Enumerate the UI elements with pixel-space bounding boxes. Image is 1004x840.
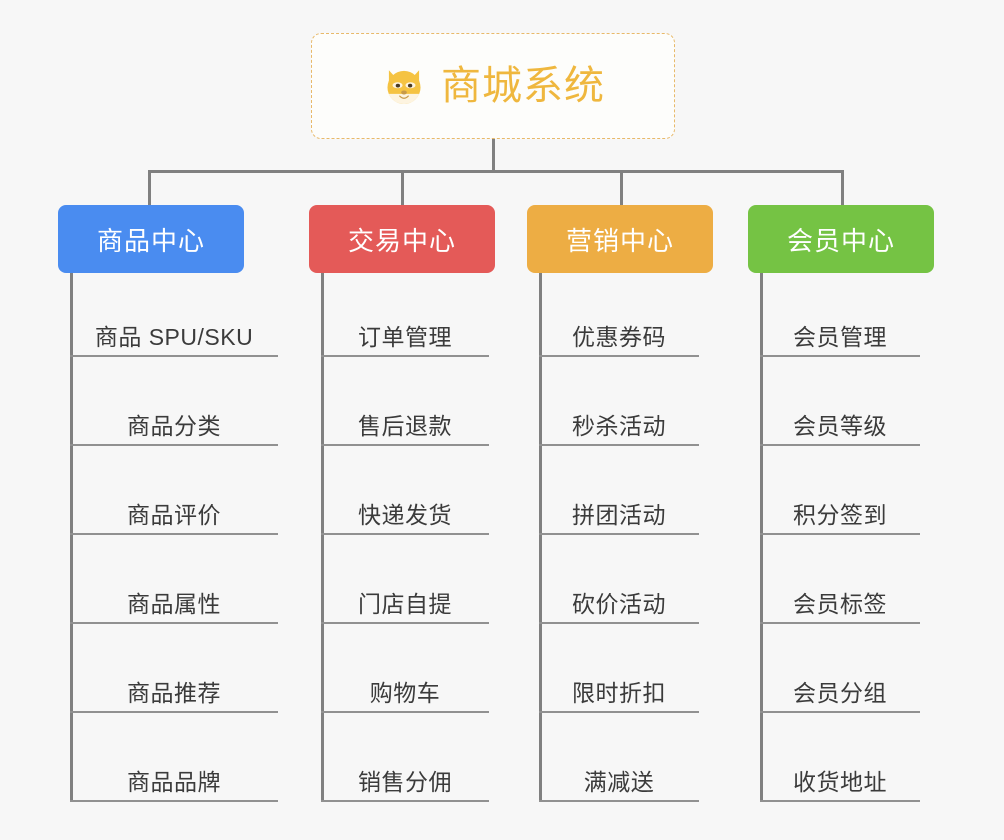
leaf-item[interactable]: 销售分佣	[321, 740, 489, 802]
leaf-item-label: 优惠券码	[572, 323, 666, 350]
branch-spine-connector	[539, 273, 542, 802]
leaf-item-label: 收货地址	[793, 768, 887, 795]
leaf-item-label: 商品品牌	[127, 768, 221, 795]
leaf-item[interactable]: 满减送	[539, 740, 699, 802]
leaf-item[interactable]: 商品评价	[70, 473, 278, 535]
leaf-item-label: 商品评价	[127, 501, 221, 528]
leaf-item[interactable]: 收货地址	[760, 740, 920, 802]
leaf-item-label: 商品推荐	[127, 679, 221, 706]
leaf-item[interactable]: 会员管理	[760, 295, 920, 357]
branch-node-3[interactable]: 营销中心	[527, 205, 713, 273]
leaf-item-label: 售后退款	[358, 412, 452, 439]
branch-spine-connector	[321, 273, 324, 802]
leaf-item[interactable]: 快递发货	[321, 473, 489, 535]
leaf-item-label: 订单管理	[358, 323, 452, 350]
leaf-item[interactable]: 拼团活动	[539, 473, 699, 535]
leaf-item[interactable]: 商品推荐	[70, 651, 278, 713]
root-title: 商城系统	[441, 64, 605, 108]
branch-title: 交易中心	[347, 225, 456, 256]
leaf-item[interactable]: 会员等级	[760, 384, 920, 446]
leaf-item-label: 拼团活动	[572, 501, 666, 528]
branch-spine-connector	[70, 273, 73, 802]
leaf-item[interactable]: 商品品牌	[70, 740, 278, 802]
leaf-item-label: 会员管理	[793, 323, 887, 350]
leaf-item[interactable]: 会员标签	[760, 562, 920, 624]
branch-node-4[interactable]: 会员中心	[748, 205, 934, 273]
leaf-item[interactable]: 限时折扣	[539, 651, 699, 713]
leaf-item-label: 会员分组	[793, 679, 887, 706]
branch-spine-connector	[760, 273, 763, 802]
leaf-item[interactable]: 售后退款	[321, 384, 489, 446]
leaf-item-label: 限时折扣	[572, 679, 666, 706]
leaf-item-label: 会员等级	[793, 412, 887, 439]
leaf-item[interactable]: 会员分组	[760, 651, 920, 713]
leaf-item-label: 积分签到	[793, 501, 887, 528]
leaf-item[interactable]: 积分签到	[760, 473, 920, 535]
leaf-item[interactable]: 商品 SPU/SKU	[70, 295, 278, 357]
leaf-item-label: 秒杀活动	[572, 412, 666, 439]
leaf-item-label: 购物车	[369, 679, 441, 706]
shiba-dog-icon	[381, 63, 427, 109]
leaf-item[interactable]: 秒杀活动	[539, 384, 699, 446]
root-node[interactable]: 商城系统	[311, 33, 675, 139]
leaf-item[interactable]: 订单管理	[321, 295, 489, 357]
branch-title: 营销中心	[565, 225, 674, 256]
leaf-item-label: 门店自提	[358, 590, 452, 617]
leaf-item-label: 满减送	[583, 768, 655, 795]
leaf-item-label: 商品分类	[127, 412, 221, 439]
leaf-item[interactable]: 购物车	[321, 651, 489, 713]
leaf-item-label: 会员标签	[793, 590, 887, 617]
leaf-item[interactable]: 商品分类	[70, 384, 278, 446]
leaf-item-label: 砍价活动	[572, 590, 666, 617]
leaf-item-label: 销售分佣	[358, 768, 452, 795]
leaf-item-label: 快递发货	[358, 501, 452, 528]
leaf-item[interactable]: 商品属性	[70, 562, 278, 624]
leaf-item[interactable]: 砍价活动	[539, 562, 699, 624]
branch-node-2[interactable]: 交易中心	[309, 205, 495, 273]
leaf-item[interactable]: 门店自提	[321, 562, 489, 624]
leaf-item-label: 商品属性	[127, 590, 221, 617]
branch-node-1[interactable]: 商品中心	[58, 205, 244, 273]
branch-title: 会员中心	[786, 225, 895, 256]
leaf-item-label: 商品 SPU/SKU	[94, 323, 254, 350]
branch-title: 商品中心	[96, 225, 205, 256]
leaf-item[interactable]: 优惠券码	[539, 295, 699, 357]
